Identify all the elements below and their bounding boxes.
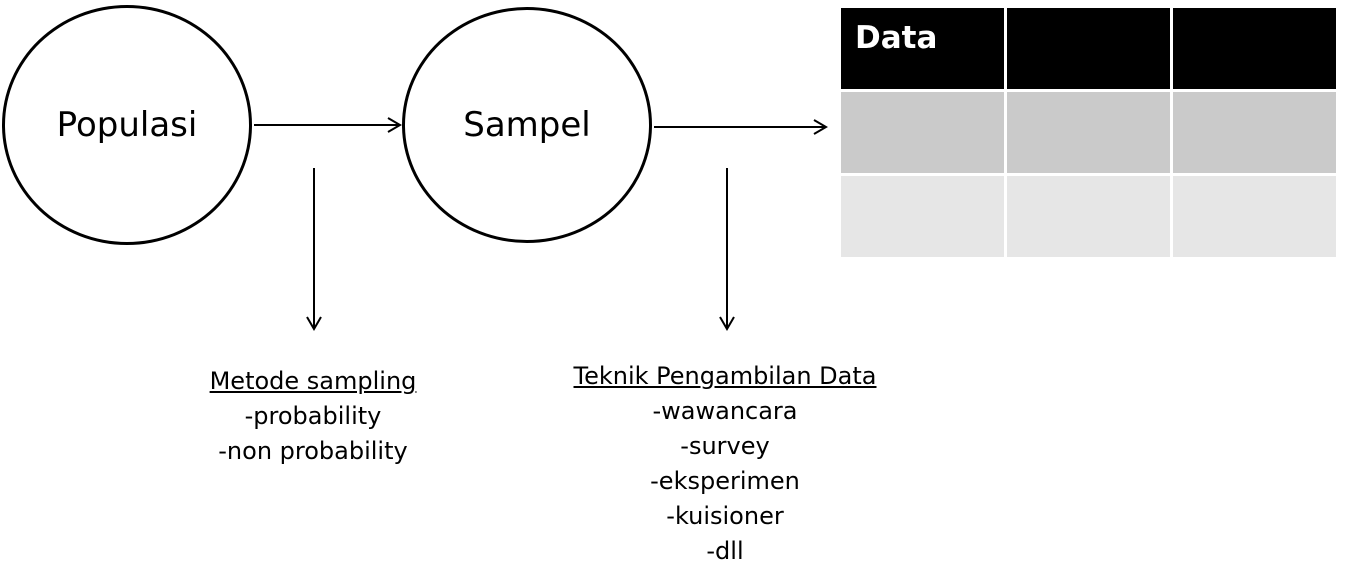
table-cell [841,92,1004,173]
data-table: Data [838,5,1339,260]
metode-title: Metode sampling [209,367,417,395]
list-item: -probability [244,402,382,430]
table-cell [841,176,1004,257]
list-item: -wawancara [652,397,798,425]
populasi-node: Populasi [2,5,252,245]
table-cell [1173,176,1336,257]
list-item: -non probability [218,437,408,465]
teknik-title: Teknik Pengambilan Data [573,362,877,390]
metode-sampling-block: Metode sampling -probability -non probab… [163,364,463,469]
sampel-node: Sampel [402,7,652,243]
table-header-label: Data [855,20,938,56]
table-row [841,176,1336,257]
table-row [841,92,1336,173]
list-item: -survey [680,432,770,460]
table-header-cell [1007,8,1170,89]
table-header-cell: Data [841,8,1004,89]
teknik-pengambilan-block: Teknik Pengambilan Data -wawancara -surv… [555,359,895,569]
table-cell [1173,92,1336,173]
populasi-label: Populasi [56,105,198,145]
table-header-cell [1173,8,1336,89]
table-cell [1007,92,1170,173]
list-item: -dll [706,537,744,565]
table-header-row: Data [841,8,1336,89]
list-item: -eksperimen [650,467,800,495]
list-item: -kuisioner [666,502,784,530]
table-cell [1007,176,1170,257]
sampel-label: Sampel [463,105,591,145]
